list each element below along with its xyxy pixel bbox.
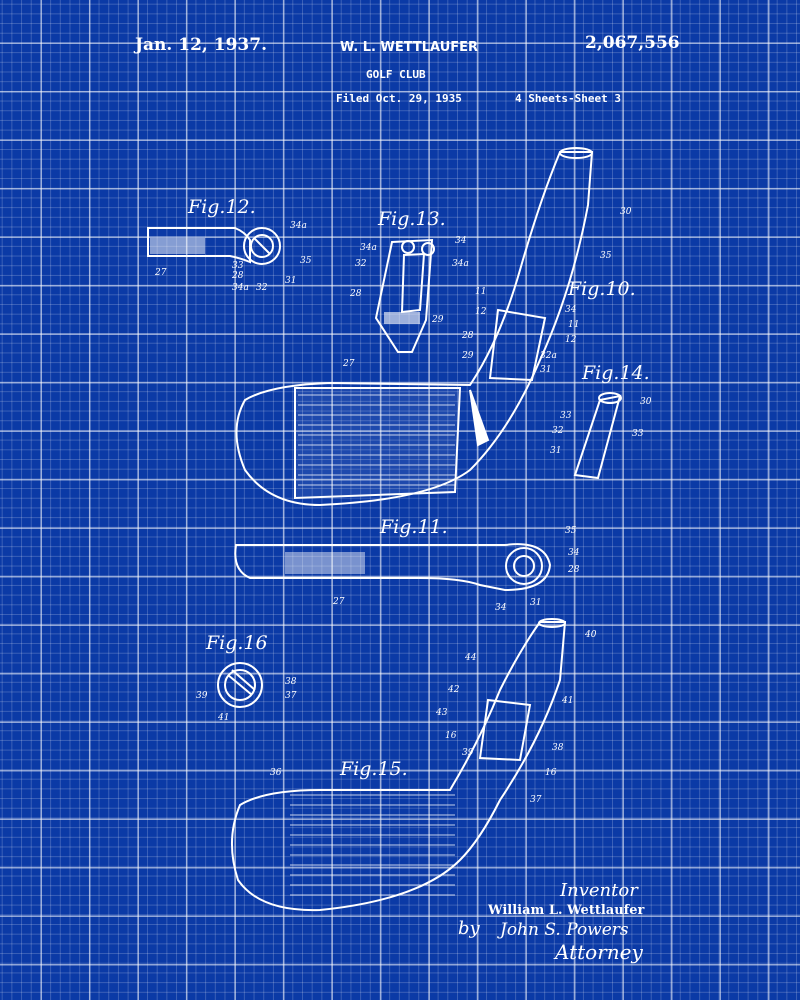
reference-numerals: 34a 33 28 34a 32 31 35 27 34 34a 32 34a …: [154, 207, 652, 805]
ref-label: 27: [332, 597, 345, 607]
by-label: by: [458, 918, 480, 939]
attorney-signature: John S. Powers: [500, 920, 629, 940]
ref-label: 32a: [540, 351, 557, 361]
ref-label: 34a: [452, 259, 469, 269]
ref-label: 27: [342, 359, 355, 369]
ref-label: 42: [447, 685, 460, 695]
ref-label: 41: [561, 696, 573, 706]
ref-label: 31: [530, 598, 541, 608]
ref-label: 31: [285, 276, 296, 286]
ref-label: 34: [455, 236, 467, 246]
ref-label: 35: [600, 251, 612, 261]
ref-label: 39: [462, 748, 474, 758]
ref-label: 28: [461, 331, 474, 341]
attorney-label: Attorney: [555, 940, 643, 964]
filed-date: Filed Oct. 29, 1935: [336, 92, 462, 105]
fig16-drawing: [217, 662, 263, 708]
ref-label: 39: [196, 691, 208, 701]
fig10-drawing: [235, 147, 594, 507]
ref-label: 12: [565, 335, 577, 345]
ref-label: 34: [495, 603, 507, 613]
ref-label: 38: [552, 743, 564, 753]
sheet-number: 4 Sheets-Sheet 3: [515, 92, 621, 105]
fig13-drawing: [374, 238, 435, 353]
fig15-drawing: [230, 618, 567, 912]
ref-label: 28: [567, 565, 580, 575]
ref-label: 44: [464, 653, 477, 663]
fig16-label: Fig.16: [206, 632, 268, 654]
ref-label: 37: [285, 691, 297, 701]
ref-label: 35: [300, 256, 312, 266]
ref-label: 28: [349, 289, 362, 299]
patent-title: GOLF CLUB: [366, 68, 426, 81]
inventor-header: W. L. WETTLAUFER: [340, 40, 479, 55]
fig14-drawing: [573, 392, 622, 480]
ref-label: 28: [231, 271, 244, 281]
ref-label: 37: [530, 795, 542, 805]
fig15-label: Fig.15.: [340, 758, 408, 780]
fig11-label: Fig.11.: [380, 516, 448, 538]
ref-label: 30: [640, 397, 652, 407]
ref-label: 32: [355, 259, 367, 269]
ref-label: 31: [550, 446, 561, 456]
fig14-label: Fig.14.: [582, 362, 650, 384]
ref-label: 33: [632, 429, 644, 439]
ref-label: 34a: [232, 283, 249, 293]
ref-label: 40: [584, 630, 597, 640]
ref-label: 32: [256, 283, 268, 293]
ref-label: 31: [540, 365, 551, 375]
ref-label: 11: [475, 287, 486, 297]
fig13-label: Fig.13.: [378, 208, 446, 230]
ref-label: 41: [217, 713, 229, 723]
ref-label: 32: [552, 426, 564, 436]
ref-label: 30: [620, 207, 632, 217]
patent-number: 2,067,556: [585, 33, 680, 53]
inventor-label: Inventor: [560, 880, 638, 901]
ref-label: 36: [270, 768, 282, 778]
ref-label: 16: [445, 731, 457, 741]
ref-label: 29: [431, 315, 444, 325]
inventor-signature: William L. Wettlaufer: [488, 903, 645, 918]
patent-date: Jan. 12, 1937.: [135, 35, 267, 55]
ref-label: 34: [565, 305, 577, 315]
ref-label: 34: [568, 548, 580, 558]
fig10-label: Fig.10.: [568, 278, 636, 300]
ref-label: 11: [568, 320, 579, 330]
ref-label: 27: [154, 268, 167, 278]
ref-label: 33: [232, 261, 244, 271]
ref-label: 12: [475, 307, 487, 317]
fig11-drawing: [234, 543, 552, 592]
ref-label: 35: [565, 526, 577, 536]
ref-label: 33: [560, 411, 572, 421]
fig12-drawing: [147, 227, 281, 265]
fig12-label: Fig.12.: [188, 196, 256, 218]
ref-label: 16: [545, 768, 557, 778]
ref-label: 34a: [360, 243, 377, 253]
ref-label: 38: [285, 677, 297, 687]
ref-label: 43: [435, 708, 448, 718]
ref-label: 29: [461, 351, 474, 361]
ref-label: 34a: [290, 221, 307, 231]
